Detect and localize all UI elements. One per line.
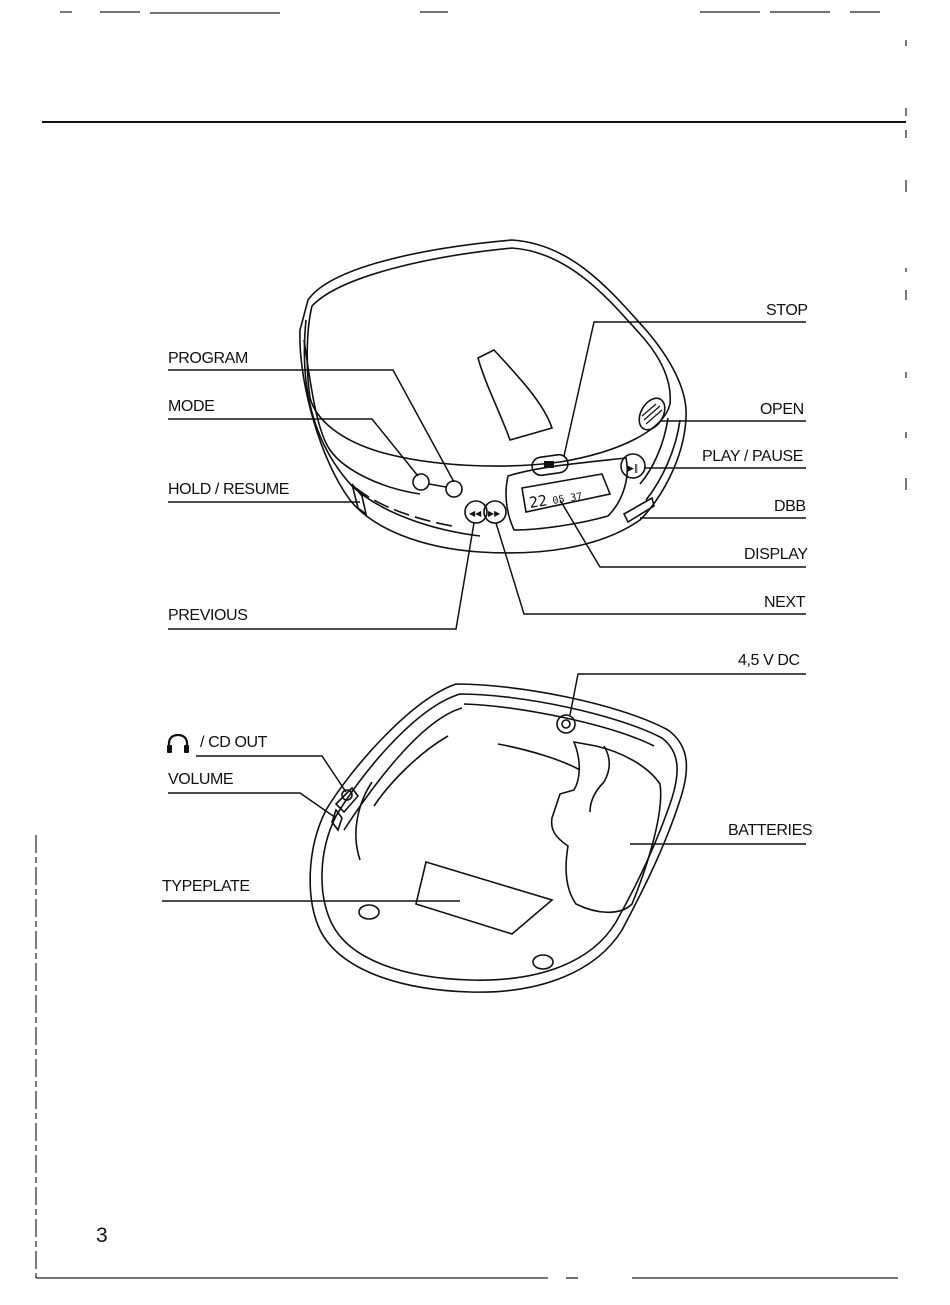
- open-button[interactable]: [634, 394, 670, 434]
- label-hold-resume: HOLD / RESUME: [168, 481, 289, 499]
- label-next: NEXT: [764, 594, 805, 612]
- label-volume: VOLUME: [168, 771, 233, 789]
- lcd-time: 05 37: [552, 491, 583, 507]
- player-top-view: [300, 240, 686, 553]
- program-button[interactable]: [446, 481, 462, 497]
- label-cd-out: / CD OUT: [200, 734, 267, 752]
- callout-lines: [162, 322, 806, 901]
- label-batteries: BATTERIES: [728, 822, 812, 840]
- label-play-pause: PLAY / PAUSE: [702, 448, 803, 466]
- stop-icon: [544, 461, 554, 468]
- label-program: PROGRAM: [168, 350, 248, 368]
- label-display: DISPLAY: [744, 546, 808, 564]
- headphones-icon: [166, 734, 190, 754]
- label-stop: STOP: [766, 302, 808, 320]
- player-bottom-view: [310, 684, 686, 992]
- label-dbb: DBB: [774, 498, 806, 516]
- play-pause-icon: ▶‖: [627, 464, 638, 474]
- scan-noise-top: [60, 12, 880, 13]
- label-open: OPEN: [760, 401, 804, 419]
- button-link-bar: [429, 484, 446, 487]
- next-icon: ▶▶: [488, 509, 501, 518]
- page-number: 3: [96, 1224, 108, 1248]
- dc-socket-icon: [562, 720, 570, 728]
- label-typeplate: TYPEPLATE: [162, 878, 250, 896]
- label-dc-in: 4,5 V DC: [738, 652, 800, 670]
- lcd-track: 22: [528, 491, 549, 512]
- previous-icon: ◀◀: [469, 509, 482, 518]
- next-button[interactable]: ▶▶: [484, 501, 506, 523]
- lcd-display: 22 05 37: [522, 474, 610, 512]
- label-mode: MODE: [168, 398, 214, 416]
- label-previous: PREVIOUS: [168, 607, 248, 625]
- mode-button[interactable]: [413, 474, 429, 490]
- play-pause-button[interactable]: ▶‖: [621, 454, 645, 478]
